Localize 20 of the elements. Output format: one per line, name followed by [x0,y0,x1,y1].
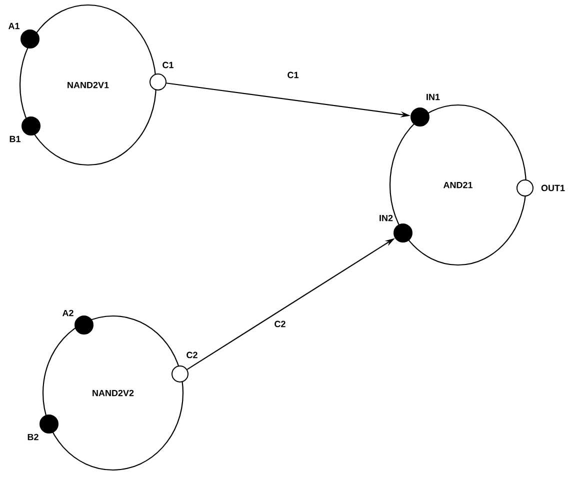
filled-port [20,30,40,48]
ellipse-node: NAND2V1 [19,4,157,166]
port-label: B1 [10,136,20,142]
edge-label: C2 [273,320,287,328]
port-label: B2 [28,434,38,440]
port-label: IN2 [380,214,393,222]
open-port [150,74,166,90]
filled-port [410,108,430,126]
filled-port [394,224,412,242]
port-label: A1 [8,22,20,30]
filled-port [40,414,58,434]
port-label: C1 [162,62,174,68]
open-port [516,180,534,196]
port-label: A2 [62,310,74,316]
ellipse-node: NAND2V2 [42,315,184,471]
port-label: OUT1 [541,184,565,192]
edge-label: C1 [286,70,300,80]
open-port [172,366,188,382]
port-label: C2 [186,352,198,358]
port-label: IN1 [426,94,440,100]
